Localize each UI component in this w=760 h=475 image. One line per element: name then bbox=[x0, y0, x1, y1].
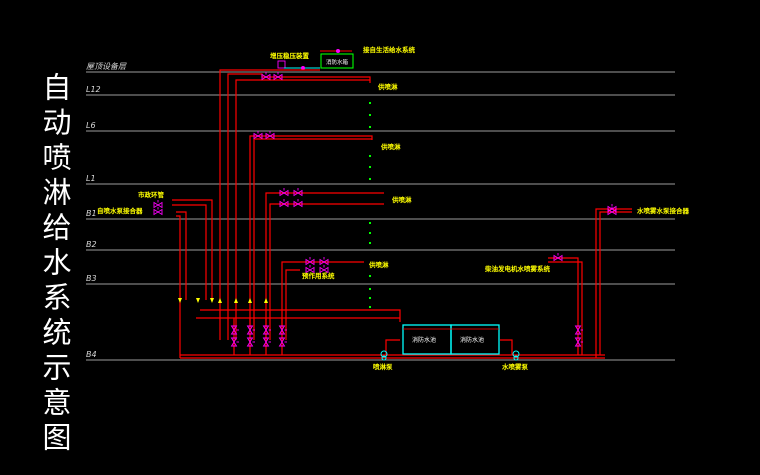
floor-label: L1 bbox=[86, 174, 96, 183]
supply-b2-label: 供喷淋 bbox=[368, 260, 389, 269]
floor-label: B4 bbox=[86, 350, 97, 359]
pumps: 喷淋泵 水喷雾泵 bbox=[373, 350, 529, 371]
diesel-mist-label: 柴油发电机水喷雾系统 bbox=[484, 264, 551, 273]
pipework bbox=[172, 69, 632, 359]
annotations: 供喷淋 供喷淋 供喷淋 供喷淋 市政环管 自喷水泵接合器 预作用系统 水喷雾水泵… bbox=[97, 82, 690, 280]
green-riser-dashes bbox=[369, 102, 371, 308]
roof-equipment: 消防水箱 增压稳压装置 接自生活给水系统 bbox=[270, 45, 416, 70]
domestic-supply-label: 接自生活给水系统 bbox=[363, 45, 416, 54]
valves bbox=[153, 71, 617, 347]
sprinkler-connector-label: 自喷水泵接合器 bbox=[97, 206, 143, 215]
municipal-ring-label: 市政环管 bbox=[138, 190, 165, 199]
spare-system-label: 预作用系统 bbox=[302, 271, 335, 280]
mist-connector-label: 水喷雾水泵接合器 bbox=[637, 206, 690, 215]
floor-label: L12 bbox=[86, 85, 101, 94]
sprinkler-pump-label: 喷淋泵 bbox=[373, 362, 393, 371]
pool-1-label: 消防水池 bbox=[412, 336, 436, 344]
roof-tank-label: 消防水箱 bbox=[326, 58, 349, 66]
floor-label: L6 bbox=[86, 121, 96, 130]
booster-label: 增压稳压装置 bbox=[270, 51, 310, 60]
floor-label: 屋顶设备层 bbox=[86, 62, 127, 71]
pool-2-label: 消防水池 bbox=[460, 336, 484, 344]
mist-pump-label: 水喷雾泵 bbox=[502, 362, 529, 371]
flow-arrows bbox=[178, 298, 268, 303]
fire-pools: 消防水池 消防水池 bbox=[402, 324, 500, 355]
supply-l12-label: 供喷淋 bbox=[377, 82, 398, 91]
floor-label: B1 bbox=[86, 209, 97, 218]
floor-label: B2 bbox=[86, 240, 97, 249]
supply-l1-label: 供喷淋 bbox=[391, 195, 412, 204]
floor-label: B3 bbox=[86, 274, 97, 283]
diagram-title: 自动喷淋给水系统示意图 bbox=[38, 72, 72, 457]
supply-l6-label: 供喷淋 bbox=[380, 142, 401, 151]
